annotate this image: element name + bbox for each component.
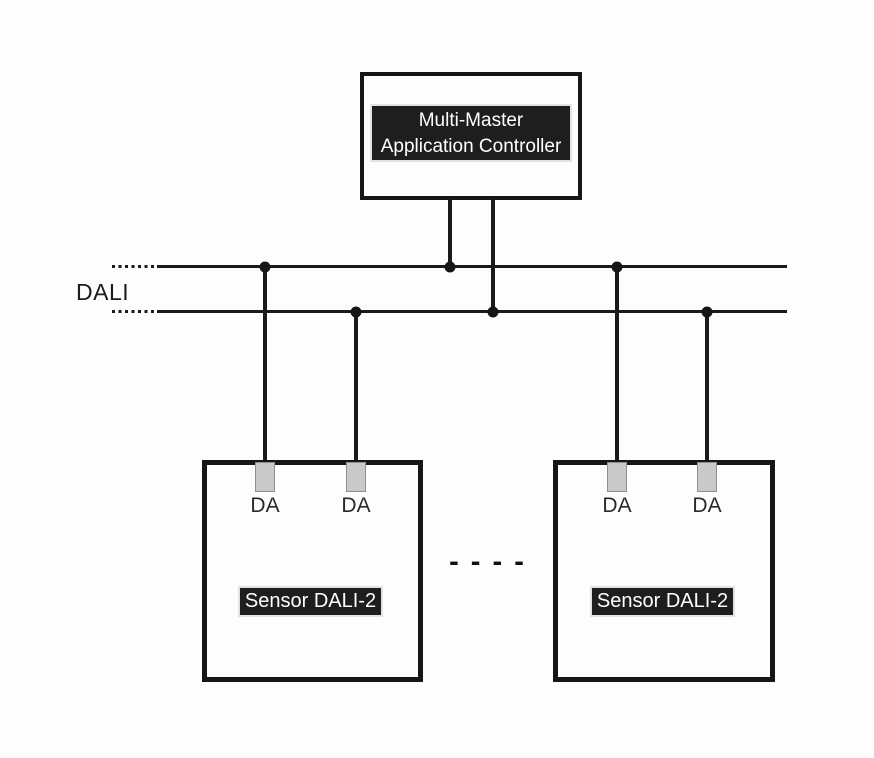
junction-dot: [444, 261, 456, 273]
junction-dot: [611, 261, 623, 273]
bus-line-bottom-dotted: [112, 310, 157, 313]
controller-label: Multi-Master Application Controller: [372, 106, 570, 160]
bus-line-bottom: [157, 310, 787, 313]
sensor2-label: Sensor DALI-2: [592, 588, 733, 615]
sensor2-terminal-da-right: [697, 462, 717, 492]
controller-label-line1: Multi-Master: [418, 110, 524, 131]
controller-leg-left: [448, 198, 452, 268]
sensor2-box: [553, 460, 775, 682]
terminal-label: DA: [341, 494, 371, 517]
bus-line-top: [157, 265, 787, 268]
sensor1-box: [202, 460, 423, 682]
junction-dot: [701, 306, 713, 318]
sensor1-terminal-da-right: [346, 462, 366, 492]
sensor1-label: Sensor DALI-2: [240, 588, 381, 615]
junction-dot: [259, 261, 271, 273]
sensor1-terminal-da-left: [255, 462, 275, 492]
sensor1-drop-right: [354, 311, 358, 464]
controller-label-line2: Application Controller: [380, 136, 562, 157]
terminal-label: DA: [250, 494, 280, 517]
continuation-dashes: - - - -: [449, 546, 526, 578]
sensor2-drop-right: [705, 311, 709, 464]
controller-leg-right: [491, 198, 495, 313]
junction-dot: [487, 306, 499, 318]
sensor2-drop-left: [615, 266, 619, 464]
terminal-label: DA: [602, 494, 632, 517]
dali-bus-label: DALI: [76, 279, 130, 305]
sensor2-terminal-da-left: [607, 462, 627, 492]
sensor1-drop-left: [263, 266, 267, 464]
terminal-label: DA: [692, 494, 722, 517]
bus-line-top-dotted: [112, 265, 157, 268]
junction-dot: [350, 306, 362, 318]
